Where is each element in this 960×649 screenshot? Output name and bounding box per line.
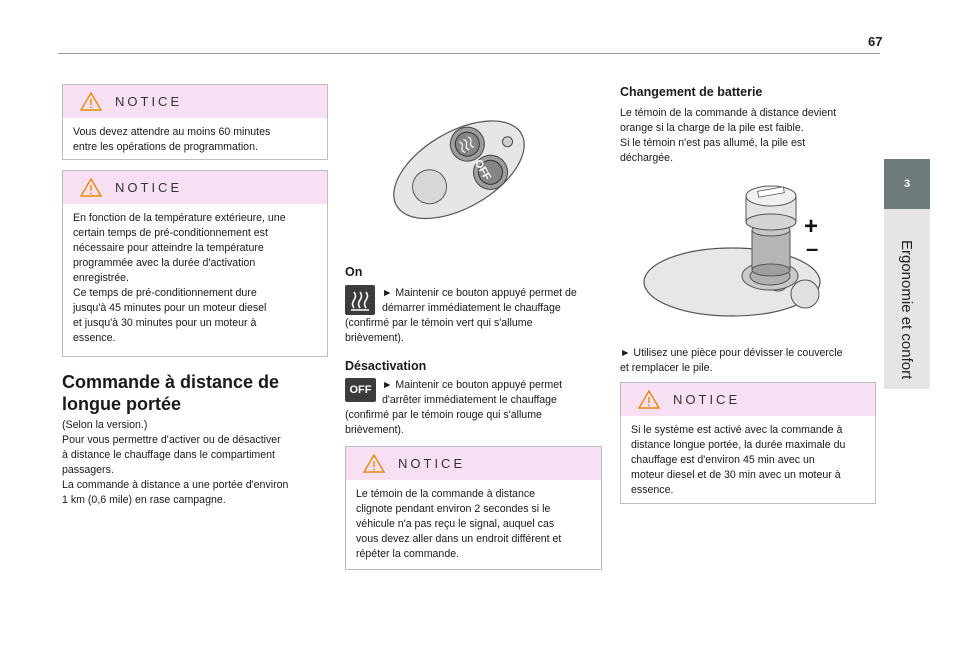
notice-header: NOTICE [63,85,327,118]
notice-title: NOTICE [398,456,466,471]
header-rule [58,53,880,54]
notice-box-4: NOTICE Si le système est activé avec la … [620,382,876,504]
notice-box-2: NOTICE En fonction de la température ext… [62,170,328,357]
warning-icon [79,177,103,197]
battery-plus-sign: + [804,213,818,240]
notice-header: NOTICE [346,447,601,480]
on-instruction-rest: (confirmé par le témoin vert qui s'allum… [345,317,533,344]
notice-text: En fonction de la température extérieure… [73,212,286,344]
notice-header: NOTICE [63,171,327,204]
on-instruction-line2: démarrer immédiatement le chauffage [382,302,561,314]
section-heading: Commande à distance de longue portée [62,372,280,414]
notice-title: NOTICE [115,94,183,109]
notice-text: Le témoin de la commande à distance clig… [356,488,562,560]
page-number: 67 [868,34,883,49]
chapter-strip [884,209,930,389]
off-instruction-rest: (confirmé par le témoin rouge qui s'allu… [345,409,542,436]
notice-title: NOTICE [115,180,183,195]
warning-icon [79,91,103,111]
notice-box-3: NOTICE Le témoin de la commande à distan… [345,446,602,570]
notice-title: NOTICE [673,392,741,407]
remote-control-illustration: OFF [393,120,525,220]
battery-minus-sign: – [806,236,818,261]
heat-waves-icon [351,291,369,311]
battery-heading: Changement de batterie [620,85,763,99]
warning-icon [637,389,661,409]
notice-text: Si le système est activé avec la command… [631,424,846,496]
battery-body: Le témoin de la commande à distance devi… [620,107,837,164]
notice-box-1: NOTICE Vous devez attendre au moins 60 m… [62,84,328,160]
chapter-label: Ergonomie et confort [898,240,915,380]
off-instruction-line1: ► Maintenir ce bouton appuyé permet [382,379,563,391]
section-body: (Selon la version.) Pour vous permettre … [62,419,289,506]
battery-instruction: ► Utilisez une pièce pour dévisser le co… [620,347,843,374]
battery-change-illustration: + – [643,185,821,317]
warning-icon [362,453,386,473]
off-button-icon: OFF [345,378,376,402]
notice-text: Vous devez attendre au moins 60 minutes … [73,126,271,153]
off-instruction-line2: d'arrêter immédiatement le chauffage [382,394,557,406]
on-instruction-line1: ► Maintenir ce bouton appuyé permet de [382,287,577,299]
heater-on-icon [345,285,375,315]
on-heading: On [345,265,363,279]
chapter-tab[interactable]: 3 [884,159,930,209]
off-heading: Désactivation [345,359,427,373]
notice-header: NOTICE [621,383,875,416]
